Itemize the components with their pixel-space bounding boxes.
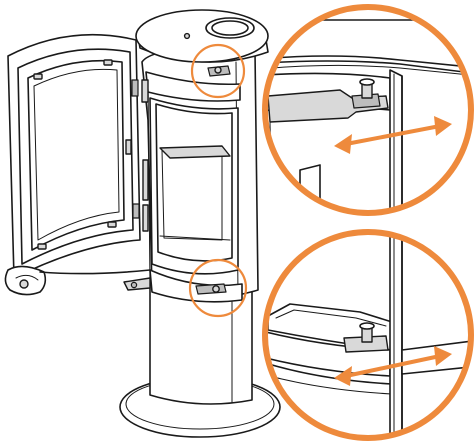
detail-top-cap xyxy=(265,19,471,75)
door-hinge-upper xyxy=(131,79,139,97)
firebox-inner xyxy=(155,103,233,262)
detail-lower-screw-head xyxy=(359,322,375,330)
door-glass-inset xyxy=(33,68,120,241)
body-side-edge xyxy=(147,79,151,289)
firebox-floor-line xyxy=(159,235,231,241)
door-handle-detail xyxy=(15,274,39,281)
upper-side-hinge xyxy=(141,79,149,103)
top-detail-arrow xyxy=(334,116,452,154)
top-detail-ring xyxy=(262,4,474,216)
top-screw xyxy=(183,32,191,40)
door-handle-knob xyxy=(19,279,29,289)
stove-pedestal xyxy=(149,284,253,405)
bottom-detail-ring xyxy=(262,229,474,441)
detail-hinge-screw-head xyxy=(359,78,375,86)
glass-clip-bottom-left xyxy=(37,243,47,250)
detail-ledge-inner xyxy=(275,309,387,327)
bottom-hinge-highlight xyxy=(188,258,248,318)
detail-lower-front-face xyxy=(389,235,403,438)
lower-side-hinge xyxy=(142,204,149,232)
stove-top-cap xyxy=(135,9,269,63)
top-hinge-detail-callout xyxy=(262,4,474,216)
flue-collar-inner xyxy=(211,20,249,36)
door-glass xyxy=(27,59,125,251)
glass-clip-top-right xyxy=(103,59,113,66)
upper-front-hinge-screw xyxy=(214,66,222,74)
glass-clip-top-left xyxy=(33,73,43,80)
firebox-baffle xyxy=(159,145,231,159)
top-hinge-highlight xyxy=(190,43,246,99)
door-hinge-lower xyxy=(132,203,140,219)
base-foot-screw xyxy=(130,281,138,289)
glass-clip-bottom-right xyxy=(107,221,117,228)
upper-body-band xyxy=(145,71,241,102)
door-latch xyxy=(125,139,132,155)
lower-front-hinge xyxy=(195,283,227,295)
middle-side-hinge xyxy=(142,159,149,201)
bottom-hinge-detail-callout xyxy=(262,229,474,441)
detail-front-face xyxy=(389,69,403,213)
bottom-detail-arrow xyxy=(334,346,452,386)
lower-front-hinge-screw xyxy=(212,285,220,293)
door-swing-arc xyxy=(39,269,151,275)
